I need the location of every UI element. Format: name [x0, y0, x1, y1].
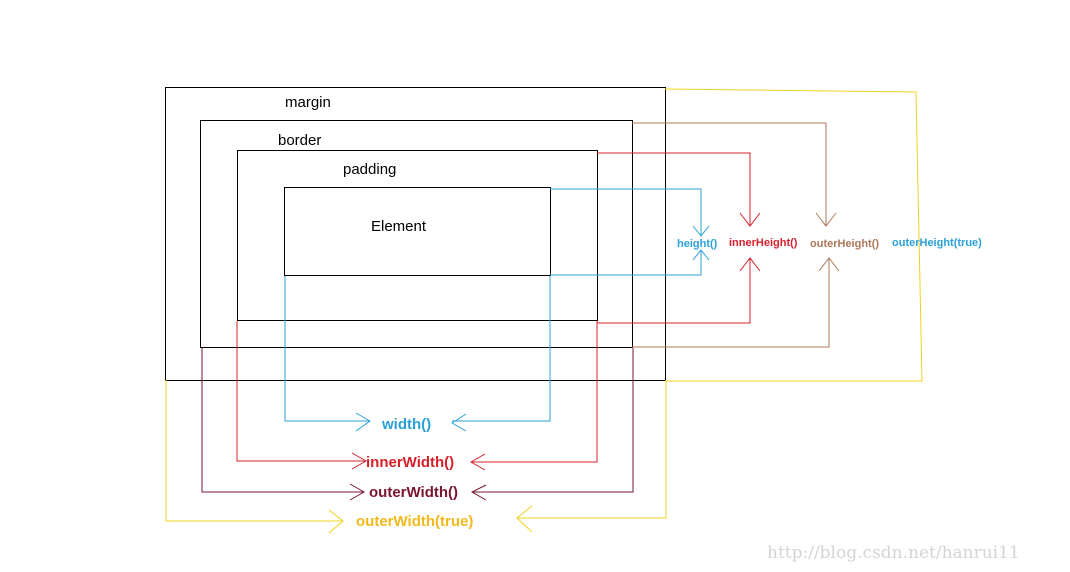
- border-box: [200, 120, 633, 348]
- padding-label: padding: [343, 161, 396, 178]
- outer-height-connector: [632, 122, 840, 348]
- width-label: width(): [381, 416, 431, 433]
- inner-height-connector: [597, 152, 761, 324]
- element-box: [284, 187, 551, 276]
- width-connector: [284, 276, 551, 432]
- outer-width-label: outerWidth(): [369, 484, 458, 501]
- outer-width-true-label: outerWidth(true): [356, 513, 473, 530]
- element-label: Element: [371, 218, 427, 235]
- inner-height-label: innerHeight(): [729, 237, 798, 249]
- margin-box: [165, 87, 666, 381]
- outer-height-true-connector: [664, 88, 923, 382]
- border-label: border: [278, 132, 321, 149]
- outer-width-connector: [201, 348, 634, 501]
- padding-box: [237, 150, 598, 321]
- height-connector: [550, 188, 710, 276]
- inner-width-label: innerWidth(): [366, 454, 454, 471]
- inner-width-connector: [236, 321, 598, 471]
- watermark-text: http://blog.csdn.net/hanrui11: [767, 543, 1020, 563]
- margin-label: margin: [285, 94, 331, 111]
- outer-width-true-connector: [165, 380, 667, 534]
- height-label: height(): [677, 238, 718, 250]
- outer-height-true-label: outerHeight(true): [892, 237, 982, 249]
- outer-height-label: outerHeight(): [810, 238, 879, 250]
